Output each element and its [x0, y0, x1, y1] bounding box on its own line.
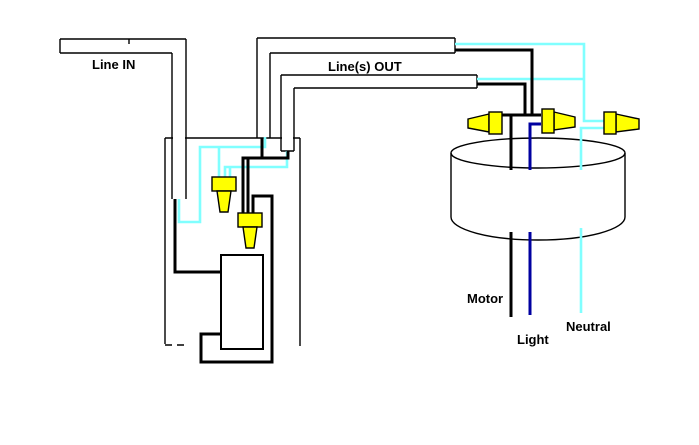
- wire-nut-cone: [553, 111, 576, 131]
- neutral-label: Neutral: [566, 319, 611, 334]
- wire-nut-fan-left: [467, 111, 503, 135]
- wire-nut-body: [488, 111, 503, 135]
- wire-nut-cone: [242, 226, 258, 249]
- line-in-neutral-wire: [177, 137, 267, 224]
- wire-nut-cone: [216, 190, 232, 213]
- line-in-cable-fill-h: [61, 40, 185, 52]
- wire-nut-cone: [615, 113, 640, 133]
- wire-nut-body: [603, 111, 617, 135]
- line-in-hot-wire: [173, 199, 221, 274]
- wire-nut-fan-middle: [541, 108, 576, 134]
- line-in-cable: [59, 38, 187, 199]
- canopy-bottom-arc: [450, 216, 626, 241]
- cable-fills: [61, 39, 476, 198]
- wire-nut-body: [541, 108, 555, 134]
- light-wire-upper: [528, 122, 541, 170]
- wire-nut-cone: [467, 113, 490, 133]
- out2-hot-box-wire: [246, 151, 290, 214]
- out1-neutral-fan-wire: [455, 42, 604, 123]
- wire-nut-neutral-splice: [211, 176, 237, 213]
- switch-box: [164, 137, 301, 346]
- wire-nut-body: [211, 176, 237, 192]
- canopy-top-ellipse: [450, 137, 626, 169]
- wire-nut-fan-right: [603, 111, 640, 135]
- light-wires: [528, 122, 541, 315]
- lines-out-label: Line(s) OUT: [328, 59, 402, 74]
- neutral-wire-upper: [579, 126, 604, 170]
- out2-neutral-box-wire: [223, 151, 289, 178]
- line-in-cable-fill-v: [173, 40, 185, 198]
- line-in-label: Line IN: [92, 57, 135, 72]
- out1-hot-fan-wire: [455, 48, 534, 115]
- out1-cable-fill-v: [258, 39, 269, 137]
- cable-outlines: [59, 37, 478, 199]
- fan-canopy: [450, 137, 626, 241]
- switch: [220, 254, 264, 350]
- wire-nuts: [211, 108, 640, 249]
- out2-cable-fill-h: [282, 76, 476, 87]
- wire-nut-body: [237, 212, 263, 228]
- out1-cable-fill-h: [258, 39, 454, 52]
- lines-out-cable-top: [256, 37, 456, 138]
- light-label: Light: [517, 332, 549, 347]
- labels: Line IN Line(s) OUT Motor Light Neutral: [92, 57, 611, 347]
- switch-return-wire: [199, 194, 274, 364]
- out2-hot-fan-wire: [477, 82, 527, 115]
- hot-wires: [173, 48, 541, 364]
- lines-out-cable-bottom: [280, 74, 478, 152]
- wire-nut-hot-splice: [237, 212, 263, 249]
- out2-cable-fill-v: [282, 76, 293, 150]
- motor-label: Motor: [467, 291, 503, 306]
